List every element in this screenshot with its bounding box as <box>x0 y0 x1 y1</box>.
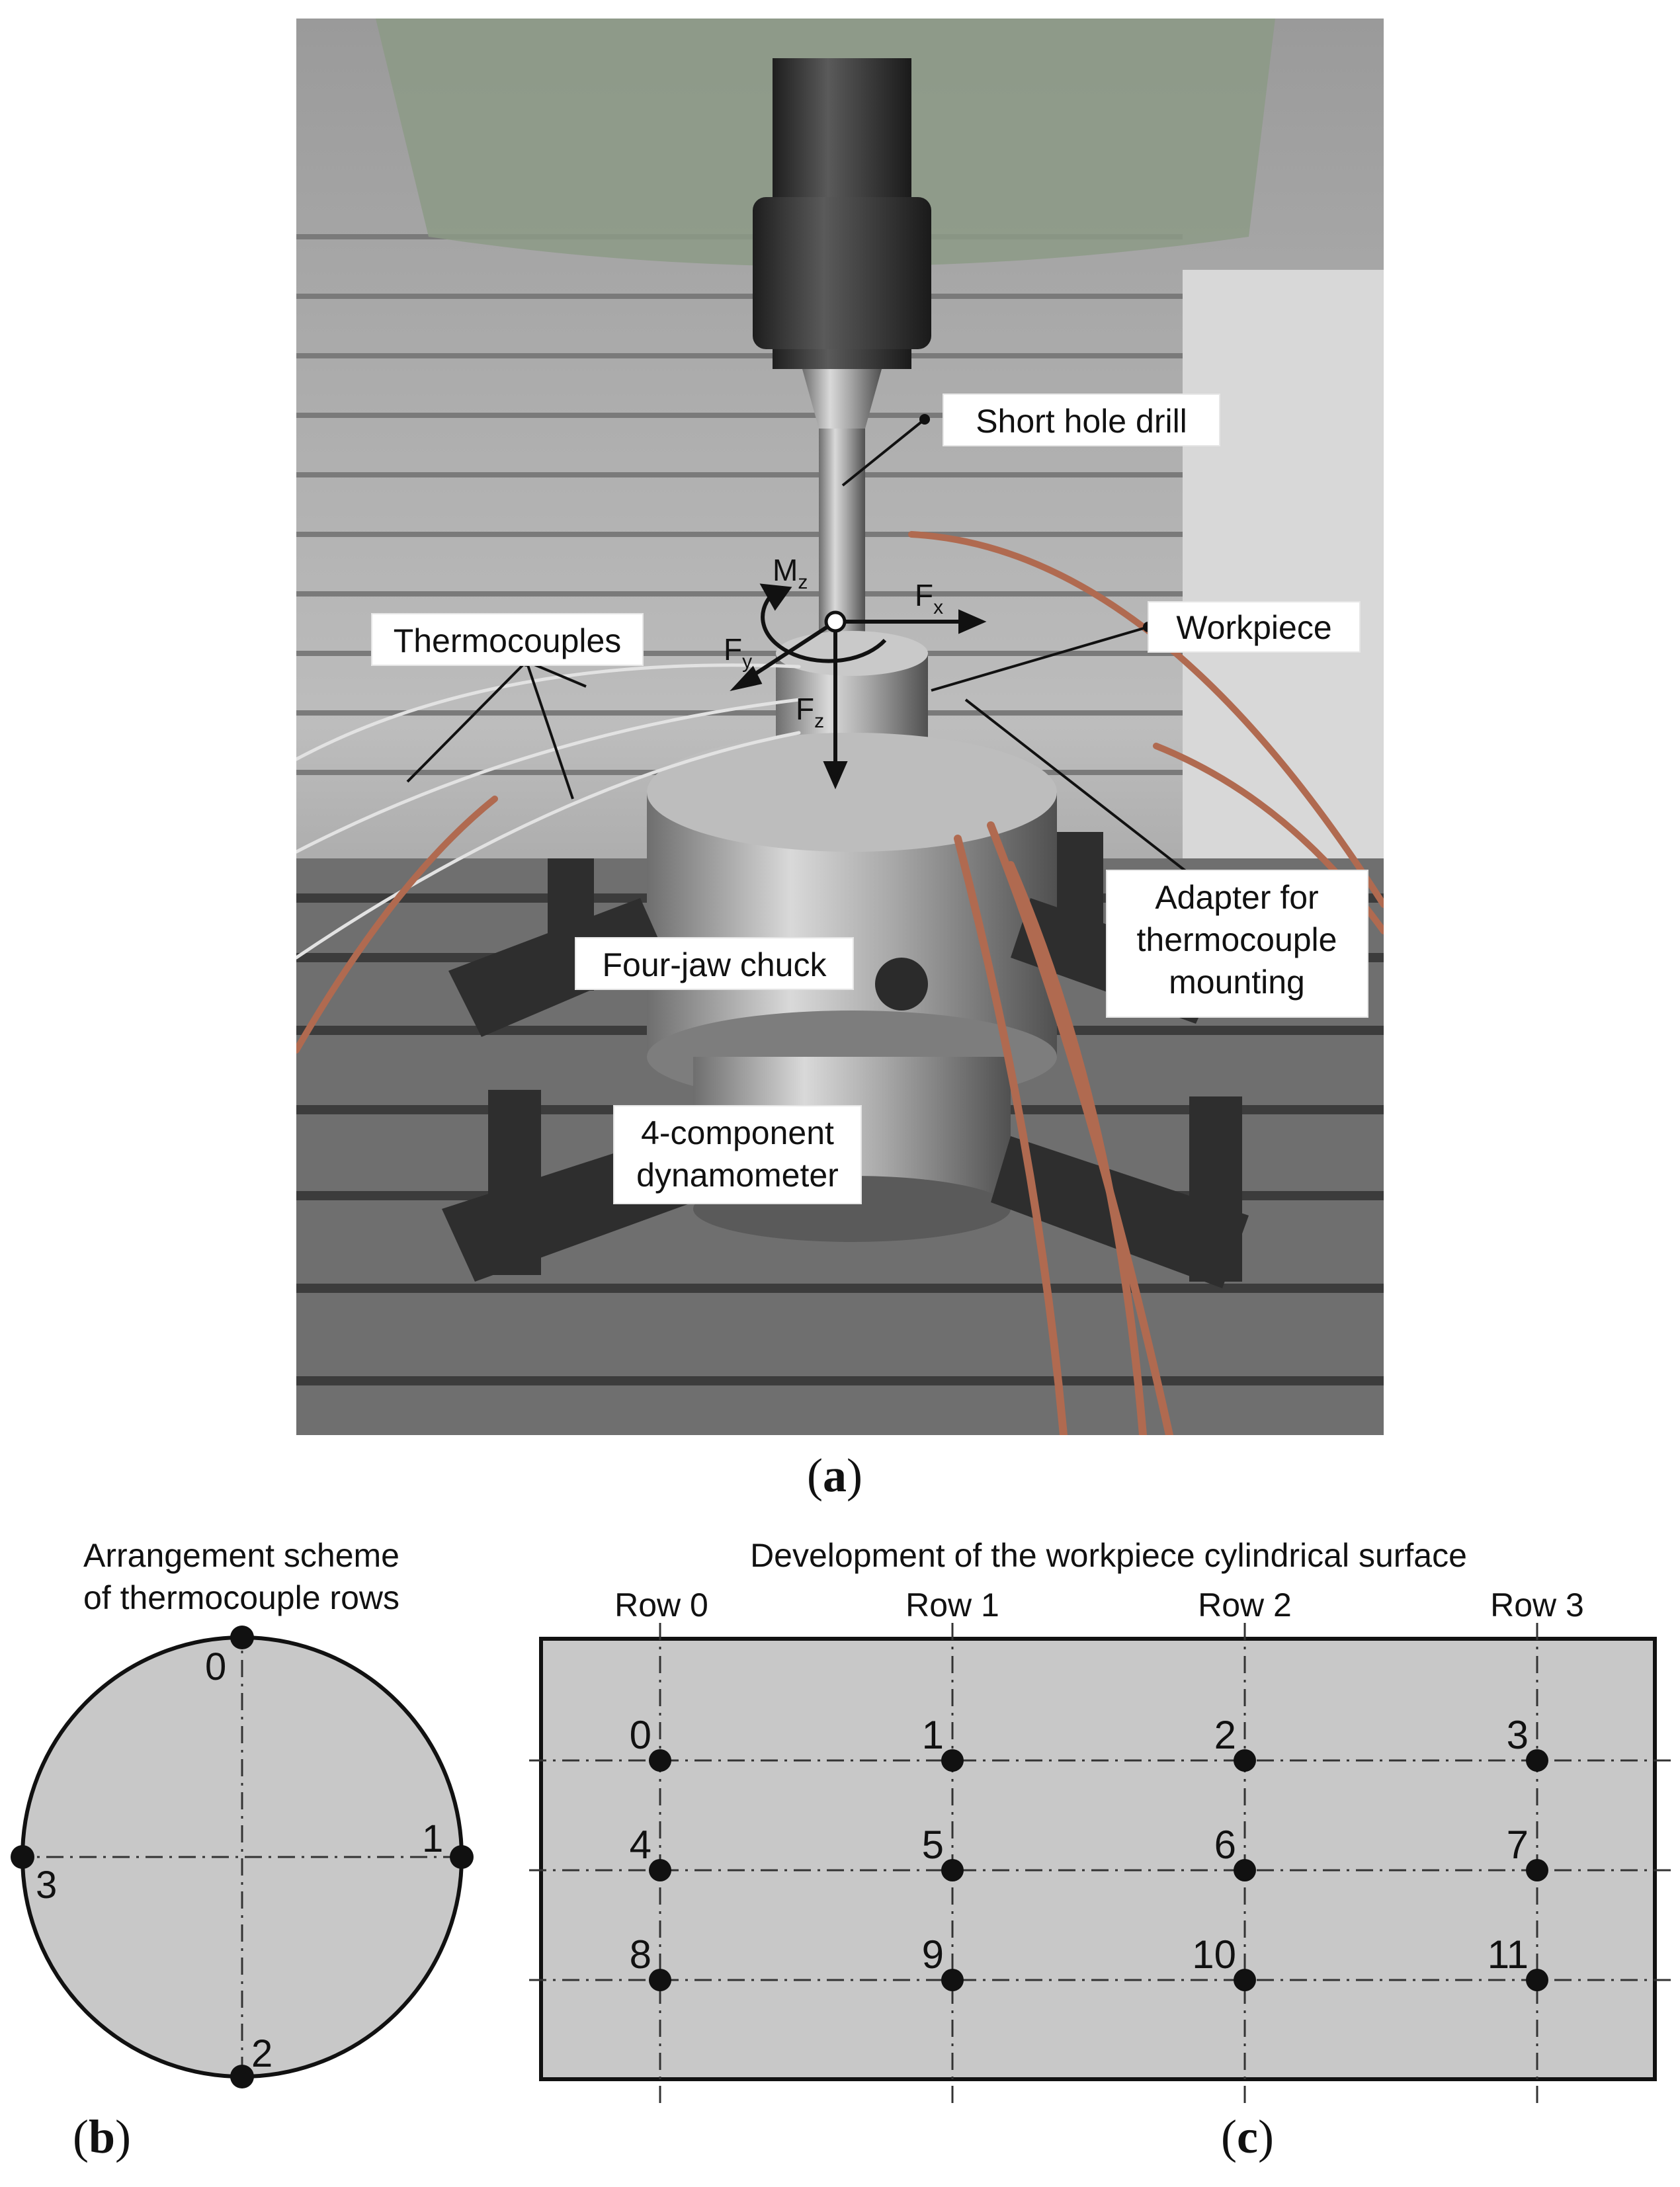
panel-a-label: (a) <box>807 1449 862 1502</box>
fy-label: Fy <box>724 632 752 673</box>
callout-adapter-line-2: thermocouple <box>1137 921 1337 958</box>
thermocouple-row-circle-diagram: 0 1 2 3 <box>11 1626 474 2090</box>
workpiece-surface <box>539 1637 1657 2081</box>
force-labels: Mz Fx Fy Fz <box>724 553 943 732</box>
position-dot-1 <box>450 1845 474 1869</box>
position-label-1: 1 <box>422 1817 443 1860</box>
drill-shank <box>802 369 882 429</box>
row-position-labels: 0 1 2 3 <box>36 1645 443 2075</box>
workpiece-top <box>776 631 928 676</box>
tc-number-2: 2 <box>1214 1713 1236 1757</box>
tc-number-1: 1 <box>922 1713 944 1757</box>
row-label-2: Row 2 <box>1198 1587 1292 1624</box>
tc-number-9: 9 <box>922 1932 944 1977</box>
panel-b-heading-line-2: of thermocouple rows <box>83 1579 399 1616</box>
position-dot-2 <box>230 2065 254 2088</box>
panel-b-label: (b) <box>73 2110 132 2163</box>
callout-adapter-line-3: mounting <box>1169 964 1305 1001</box>
tc-number-11: 11 <box>1488 1932 1529 1977</box>
row-label-0: Row 0 <box>614 1587 708 1624</box>
position-label-3: 3 <box>36 1864 57 1907</box>
thermocouple-dots <box>649 1749 1548 1991</box>
callout-dynamometer-line-2: dynamometer <box>636 1157 839 1194</box>
callout-thermocouples: Thermocouples <box>394 622 622 659</box>
position-label-2: 2 <box>251 2032 273 2075</box>
fy-arrow <box>745 620 837 682</box>
callout-workpiece: Workpiece <box>1176 609 1331 646</box>
tc-number-6: 6 <box>1214 1823 1236 1867</box>
tc-number-0: 0 <box>630 1713 651 1757</box>
callout-adapter-line-1: Adapter for <box>1155 879 1318 916</box>
thermocouple-numbers: 0 1 2 3 4 5 6 7 8 9 10 11 <box>630 1713 1529 1977</box>
tc-number-8: 8 <box>630 1932 651 1977</box>
tc-number-7: 7 <box>1507 1823 1529 1867</box>
callout-texts: Short hole drill Workpiece Thermocouples… <box>394 403 1337 1194</box>
panel-b-heading: Arrangement scheme of thermocouple rows <box>13 1534 470 1619</box>
tc-number-3: 3 <box>1507 1713 1529 1757</box>
short-hole-drill <box>819 429 865 647</box>
mz-arc <box>761 592 887 663</box>
row-position-dots <box>11 1626 474 2088</box>
fx-label: Fx <box>915 578 943 618</box>
position-dot-3 <box>11 1845 34 1869</box>
callout-boxes <box>371 393 1368 1204</box>
row-label-3: Row 3 <box>1490 1587 1584 1624</box>
tc-number-5: 5 <box>922 1823 944 1867</box>
tc-number-10: 10 <box>1192 1932 1236 1977</box>
position-dot-0 <box>230 1626 254 1649</box>
fz-label: Fz <box>796 692 824 732</box>
panel-b-heading-line-1: Arrangement scheme <box>83 1537 399 1574</box>
callout-dynamometer-line-1: 4-component <box>641 1114 834 1151</box>
tool-holder-collar <box>753 197 931 349</box>
row-label-1: Row 1 <box>905 1587 999 1624</box>
tc-number-4: 4 <box>630 1823 651 1867</box>
callout-short-hole-drill: Short hole drill <box>976 403 1187 440</box>
callout-four-jaw-chuck: Four-jaw chuck <box>603 946 827 983</box>
mz-label: Mz <box>773 553 808 593</box>
panel-c-label: (c) <box>1221 2110 1274 2163</box>
developed-surface-diagram: Row 0 Row 1 Row 2 Row 3 0 1 2 3 4 5 6 7 … <box>529 1587 1677 2103</box>
machine-setup-photo: Mz Fx Fy Fz Short hole drill Workpiece T… <box>296 19 1384 1435</box>
center-lines <box>13 1627 471 2090</box>
row-headers: Row 0 Row 1 Row 2 Row 3 <box>614 1587 1584 1624</box>
panel-c-heading: Development of the workpiece cylindrical… <box>750 1537 1467 1574</box>
position-label-0: 0 <box>205 1645 226 1688</box>
force-coordinate-system <box>730 583 987 790</box>
